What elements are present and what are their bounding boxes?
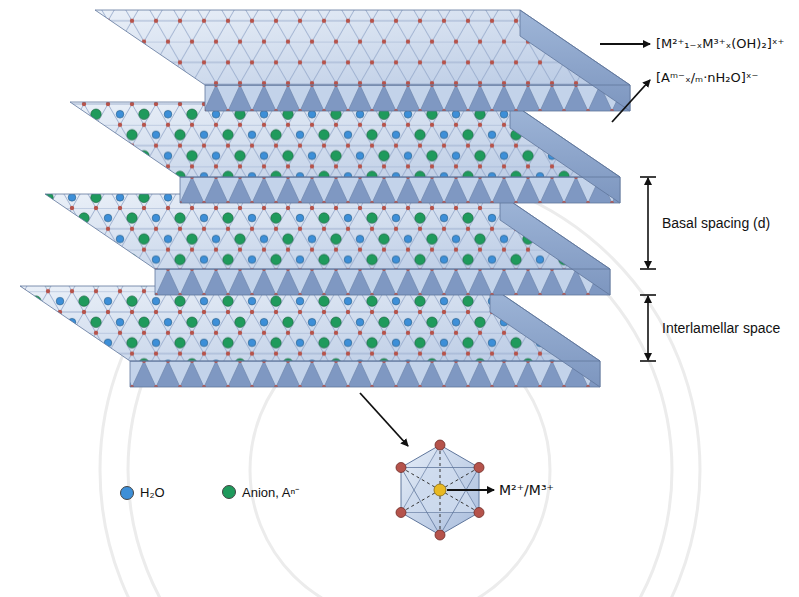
- dimension-label: Basal spacing (d): [662, 215, 770, 232]
- hydroxide-layer: [95, 10, 630, 111]
- interlayer-formula: [Aᵐ⁻ₓ/ₘ·nH₂O]ˣ⁻: [656, 70, 758, 86]
- layer-formula: [M²⁺₁₋ₓM³⁺ₓ(OH)₂]ˣ⁺: [656, 36, 784, 52]
- hydroxide-layer: [45, 194, 610, 295]
- legend-text: Anion, Aⁿ⁻: [242, 483, 299, 501]
- metal-ion-label: M²⁺/M³⁺: [499, 482, 554, 499]
- pointer-arrow: [447, 489, 494, 491]
- legend-item: H₂O: [120, 485, 165, 500]
- hydroxide-layer: [20, 286, 600, 387]
- pointer-arrow: [612, 80, 650, 122]
- dimension-label: Interlamellar space: [662, 320, 780, 337]
- dimension-bracket: [640, 177, 656, 361]
- pointer-arrow: [600, 43, 650, 45]
- legend-item: Anion, Aⁿ⁻: [222, 483, 299, 501]
- leader-arrow: [360, 393, 408, 446]
- legend-swatch: [120, 486, 134, 500]
- legend-swatch: [222, 485, 236, 499]
- legend-text: H₂O: [140, 485, 165, 500]
- hydroxide-layer: [70, 102, 620, 203]
